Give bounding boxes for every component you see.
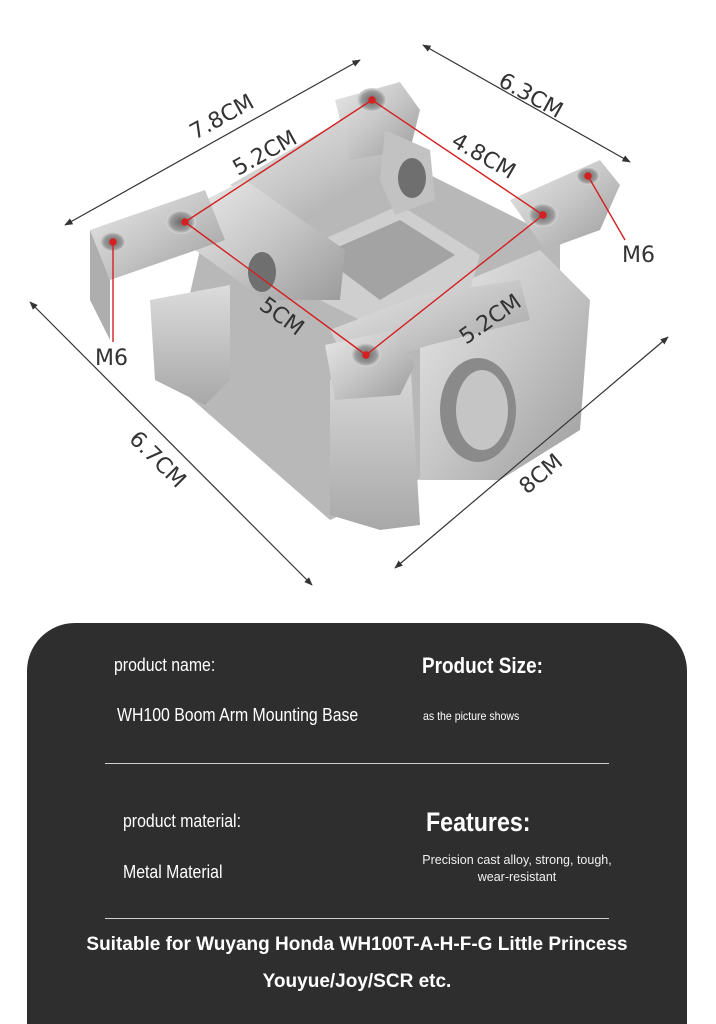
dimension-label-m6-left: M6	[95, 346, 128, 371]
features-value: Precision cast alloy, strong, tough, wea…	[422, 853, 612, 884]
features-label: Features:	[426, 807, 531, 837]
product-figure: 7.8CM 6.3CM 5.2CM 4.8CM M6 M6 5CM 5.2CM …	[29, 44, 669, 586]
product-name-value: WH100 Boom Arm Mounting Base	[117, 705, 359, 725]
compatibility-line-2: Youyue/Joy/SCR etc.	[262, 971, 452, 992]
product-name-label: product name:	[114, 655, 216, 675]
compatibility-line-1: Suitable for Wuyang Honda WH100T-A-H-F-G…	[86, 934, 628, 955]
divider-bottom	[105, 918, 609, 919]
product-size-value: as the picture shows	[423, 709, 520, 723]
product-material-label: product material:	[123, 811, 241, 831]
dimension-label-m6-right: M6	[622, 243, 655, 268]
product-material-value: Metal Material	[123, 862, 223, 882]
product-size-label: Product Size:	[422, 653, 543, 678]
dimension-label-4-8cm: 4.8CM	[447, 129, 520, 185]
divider-top	[105, 763, 609, 764]
spec-card: product name: Product Size: WH100 Boom A…	[27, 623, 687, 1024]
outer-dimension-arrows	[29, 44, 669, 586]
dimension-label-6-7cm: 6.7CM	[124, 427, 191, 494]
dimension-label-6-3cm: 6.3CM	[494, 68, 567, 123]
